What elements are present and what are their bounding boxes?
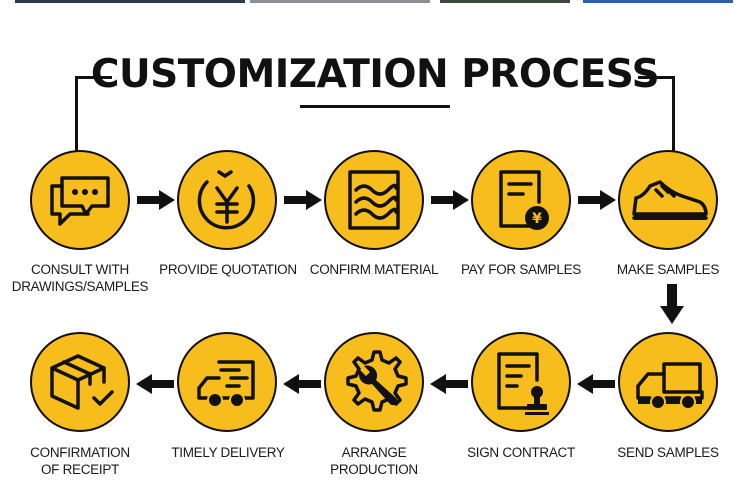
page-title: CUSTOMIZATION PROCESS	[0, 50, 750, 100]
chat-bubbles-icon	[32, 152, 128, 248]
step-timely-delivery	[177, 332, 277, 432]
arrow-left-4	[136, 374, 174, 394]
step-confirmation-receipt-label: CONFIRMATION OF RECEIPT	[0, 444, 160, 478]
fast-truck-icon	[179, 334, 275, 430]
arrow-down	[660, 284, 684, 324]
step-sign-contract-label: SIGN CONTRACT	[441, 444, 601, 461]
step-make-samples-label: MAKE SAMPLES	[588, 261, 748, 278]
step-consult-label: CONSULT WITH DRAWINGS/SAMPLES	[0, 261, 160, 295]
yen-coin-icon	[179, 152, 275, 248]
step-arrange-production-label: ARRANGE PRODUCTION	[294, 444, 454, 478]
step-consult	[30, 150, 130, 250]
fabric-material-icon	[326, 152, 422, 248]
arrow-left-3	[283, 374, 321, 394]
step-make-samples	[618, 150, 718, 250]
arrow-right-3	[431, 190, 469, 210]
truck-icon	[620, 334, 716, 430]
gear-wrench-icon	[326, 334, 422, 430]
arrow-right-1	[137, 190, 175, 210]
step-confirmation-receipt	[30, 332, 130, 432]
sneaker-icon	[620, 152, 716, 248]
svg-text:¥: ¥	[532, 211, 542, 227]
step-timely-delivery-label: TIMELY DELIVERY	[148, 444, 308, 461]
step-quotation	[177, 150, 277, 250]
step-send-samples-label: SEND SAMPLES	[588, 444, 748, 461]
step-material	[324, 150, 424, 250]
contract-stamp-icon	[473, 334, 569, 430]
arrow-right-2	[284, 190, 322, 210]
step-quotation-label: PROVIDE QUOTATION	[148, 261, 308, 278]
box-check-icon	[32, 334, 128, 430]
step-sign-contract	[471, 332, 571, 432]
step-send-samples	[618, 332, 718, 432]
step-material-label: CONFIRM MATERIAL	[294, 261, 454, 278]
step-pay-label: PAY FOR SAMPLES	[441, 261, 601, 278]
invoice-payment-icon: ¥	[473, 152, 569, 248]
arrow-right-4	[578, 190, 616, 210]
arrow-left-2	[430, 374, 468, 394]
top-image-strip	[0, 0, 750, 3]
step-pay: ¥	[471, 150, 571, 250]
step-arrange-production	[324, 332, 424, 432]
arrow-left-1	[577, 374, 615, 394]
title-underline	[300, 105, 450, 108]
